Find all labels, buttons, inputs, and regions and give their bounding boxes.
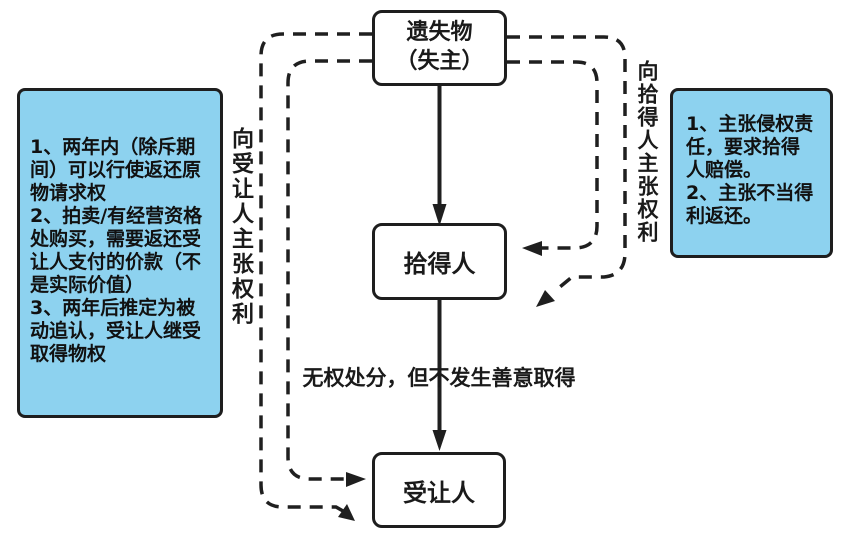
dashed-arrow-owner-to-finder-inner [507, 60, 599, 250]
note-right-item: 1、主张侵权责任，要求拾得人赔偿。 [686, 113, 814, 181]
note-left-item: 3、两年后推定为被动追认，受让人继受取得物权 [30, 297, 202, 365]
node-lost-item: 遗失物 （失主） [372, 10, 507, 86]
node-finder: 拾得人 [372, 223, 507, 300]
note-left-item: 1、两年内（除斥期间）可以行使返还原物请求权 [30, 136, 202, 204]
note-claims-against-transferee: 1、两年内（除斥期间）可以行使返还原物请求权 2、拍卖/有经营资格处购买，需要返… [17, 88, 223, 418]
node-lost-item-line2: （失主） [395, 49, 484, 74]
dashed-arrow-owner-to-finder-outer [507, 35, 627, 293]
note-left-item: 2、拍卖/有经营资格处购买，需要返还受让人支付的价款（不是实际价值） [30, 205, 203, 296]
edge-label-unauthorized-disposal: 无权处分，但不发生善意取得 [302, 366, 576, 390]
arrowhead-owner-to-transferee-inner [346, 472, 366, 487]
arrowhead-finder-to-transferee [432, 430, 447, 451]
arrowhead-owner-to-finder-inner [522, 241, 542, 256]
arrowhead-owner-to-finder-outer [536, 290, 555, 307]
node-lost-item-line1: 遗失物 [406, 20, 473, 46]
arrowhead-owner-to-transferee-outer [338, 504, 355, 521]
edge-label-claim-against-finder: 向拾得人主张权利 [635, 60, 659, 244]
arrowhead-owner-to-finder [432, 204, 447, 226]
dashed-arrow-owner-to-transferee-outer [259, 32, 372, 513]
dashed-arrow-owner-to-transferee-inner [286, 59, 372, 481]
node-finder-label: 拾得人 [403, 250, 476, 278]
node-transferee: 受让人 [372, 452, 506, 528]
edge-label-claim-against-transferee: 向受让人主张权利 [228, 127, 253, 327]
note-right-item: 2、主张不当得利返还。 [686, 182, 814, 227]
note-claims-against-finder: 1、主张侵权责任，要求拾得人赔偿。 2、主张不当得利返还。 [670, 88, 833, 258]
node-transferee-label: 受让人 [403, 478, 475, 507]
